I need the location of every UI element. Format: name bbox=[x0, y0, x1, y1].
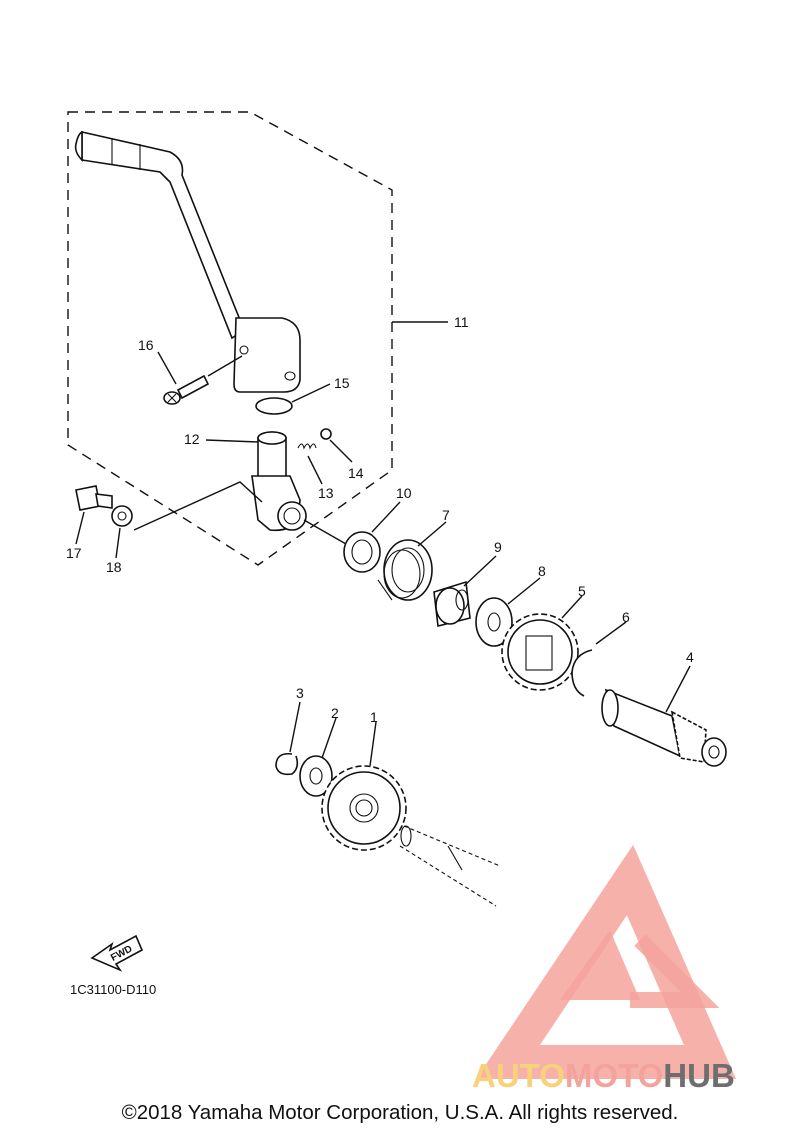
part-13-spring bbox=[297, 443, 317, 450]
label-part-4: 4 bbox=[686, 649, 694, 665]
part-5-kick-gear bbox=[501, 613, 579, 691]
brand-auto: AUTO bbox=[472, 1057, 565, 1094]
leader-18 bbox=[115, 527, 121, 559]
leader-7 bbox=[417, 521, 447, 547]
part-12-kick-boss bbox=[251, 431, 307, 532]
label-part-1: 1 bbox=[370, 709, 378, 725]
assembly-connector bbox=[133, 481, 263, 531]
leader-12 bbox=[205, 439, 259, 443]
label-part-13: 13 bbox=[318, 485, 334, 501]
brand-moto: MOTO bbox=[565, 1057, 663, 1094]
leader-13 bbox=[307, 455, 323, 485]
label-part-15: 15 bbox=[334, 375, 350, 391]
leader-10 bbox=[371, 501, 401, 533]
label-part-6: 6 bbox=[622, 609, 630, 625]
leader-9 bbox=[463, 555, 497, 587]
leader-3 bbox=[289, 701, 301, 753]
label-part-8: 8 bbox=[538, 563, 546, 579]
leader-6 bbox=[595, 621, 627, 645]
label-part-10: 10 bbox=[396, 485, 412, 501]
label-part-9: 9 bbox=[494, 539, 502, 555]
assembly-11-boundary bbox=[67, 111, 393, 566]
label-part-3: 3 bbox=[296, 685, 304, 701]
part-8-washer bbox=[475, 597, 513, 647]
part-1-kick-idle-gear bbox=[321, 765, 407, 851]
leader-8 bbox=[507, 577, 541, 605]
shaft-outline bbox=[399, 825, 501, 907]
label-part-11: 11 bbox=[454, 314, 469, 330]
part-16-bolt bbox=[163, 355, 243, 405]
brand-hub: HUB bbox=[663, 1057, 735, 1094]
label-part-2: 2 bbox=[331, 705, 339, 721]
leader-15 bbox=[291, 383, 331, 403]
part-7-torsion-spring bbox=[377, 539, 433, 601]
part-3-circlip bbox=[275, 752, 299, 776]
fwd-arrow-icon: FWD bbox=[90, 934, 144, 972]
part-4-kick-axle bbox=[601, 688, 727, 767]
leader-2 bbox=[321, 717, 337, 759]
part-14-ball bbox=[320, 428, 332, 440]
label-part-14: 14 bbox=[348, 465, 364, 481]
leader-16 bbox=[157, 351, 177, 385]
watermark-brand: AUTOMOTOHUB bbox=[472, 1057, 735, 1094]
label-part-17: 17 bbox=[66, 545, 82, 561]
part-17-bolt bbox=[75, 485, 113, 511]
part-2-washer bbox=[299, 755, 333, 797]
label-part-18: 18 bbox=[106, 559, 122, 575]
part-15-o-ring bbox=[255, 397, 293, 415]
part-9-collar bbox=[433, 580, 471, 627]
label-part-5: 5 bbox=[578, 583, 586, 599]
leader-1 bbox=[369, 721, 377, 767]
label-part-16: 16 bbox=[138, 337, 154, 353]
label-part-7: 7 bbox=[442, 507, 450, 523]
part-18-washer bbox=[111, 505, 133, 527]
leader-5 bbox=[561, 595, 583, 619]
part-6-circlip bbox=[571, 649, 593, 697]
drawing-code: 1C31100-D110 bbox=[70, 982, 156, 997]
leader-4 bbox=[665, 665, 691, 713]
part-10-oil-seal bbox=[343, 531, 381, 573]
leader-14 bbox=[329, 439, 353, 463]
label-part-12: 12 bbox=[184, 431, 200, 447]
copyright-notice: ©2018 Yamaha Motor Corporation, U.S.A. A… bbox=[121, 1101, 679, 1124]
shaft-connector bbox=[303, 519, 347, 545]
watermark-logo bbox=[476, 844, 737, 1079]
leader-17 bbox=[75, 511, 85, 545]
kick-crank-lever bbox=[74, 130, 301, 393]
